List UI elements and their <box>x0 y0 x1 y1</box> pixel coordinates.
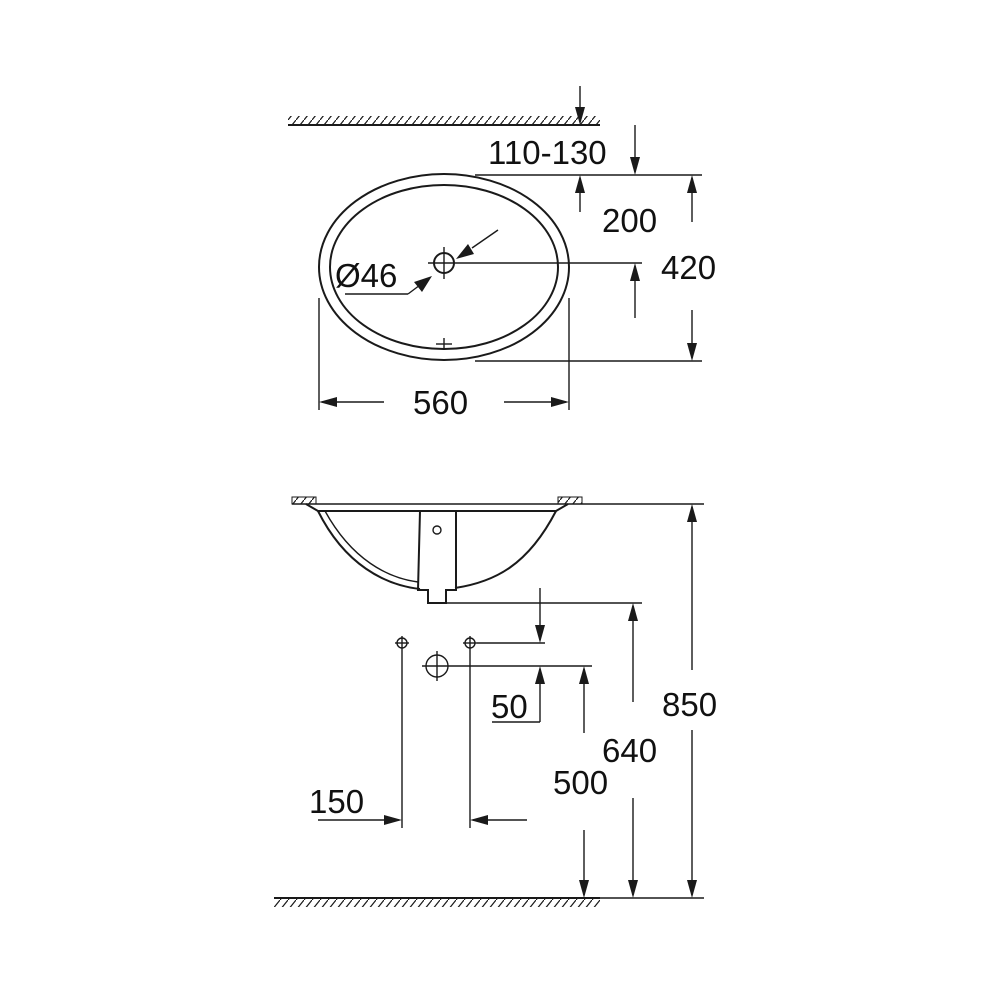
overflow-mark <box>436 338 452 350</box>
waste-column <box>416 510 457 604</box>
left-connection-mark <box>395 636 409 650</box>
plan-view: Ø46 110-130 200 420 560 <box>288 86 716 421</box>
top-wall-hatch <box>288 116 600 125</box>
counter-right-hatch <box>557 496 583 505</box>
elevation-view: 50 150 500 640 850 <box>274 496 717 907</box>
label-tap-to-center: 200 <box>602 202 657 239</box>
label-wall-to-tap: 110-130 <box>488 134 607 171</box>
right-connection-mark <box>463 636 477 650</box>
basin-rim <box>305 503 569 512</box>
label-basin-width: 560 <box>413 384 468 421</box>
label-basin-depth: 420 <box>661 249 716 286</box>
label-outlet-height: 500 <box>553 764 608 801</box>
basin-outer-rim <box>318 173 570 361</box>
floor-hatch <box>274 898 600 907</box>
basin-bowl-profile <box>317 510 421 590</box>
label-trap-height: 640 <box>602 732 657 769</box>
label-waste-spacing: 150 <box>309 783 364 820</box>
label-drain-diameter: Ø46 <box>335 257 397 294</box>
counter-left-hatch <box>291 496 317 505</box>
label-waste-offset: 50 <box>491 688 528 725</box>
label-rim-height: 850 <box>662 686 717 723</box>
outlet-pipe-mark <box>422 651 452 681</box>
